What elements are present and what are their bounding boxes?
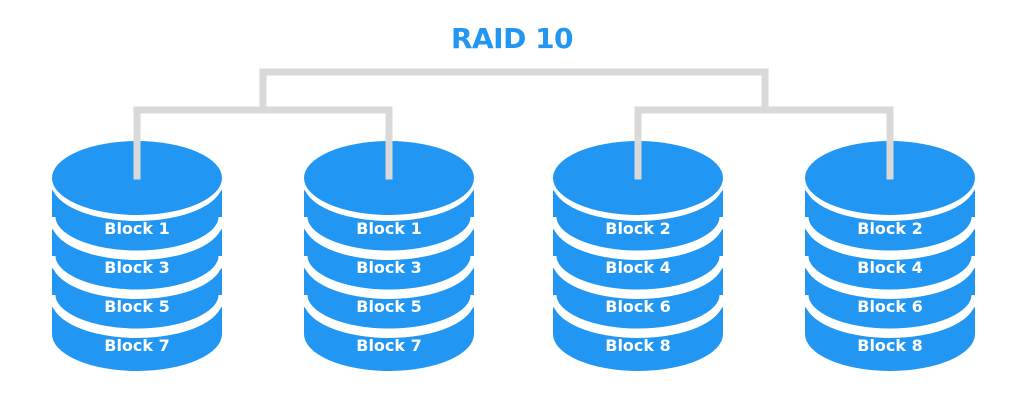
block-label: Block 5 [356,297,422,316]
disk-band [52,301,222,371]
diagram-title: RAID 10 [450,22,574,55]
block-label: Block 7 [104,336,170,355]
disk-band [553,262,723,332]
block-label: Block 1 [104,219,170,238]
block-label: Block 6 [605,297,671,316]
disk-band [553,301,723,371]
disk-separator [48,294,226,336]
disk-band [52,223,222,293]
disk-band [553,184,723,254]
block-label: Block 6 [857,297,923,316]
disk-separator [300,294,478,336]
disk-separator [801,294,979,336]
disk-array: Block 1 Block 3 Block 5 Block 7 Block 1 Block… [48,141,979,371]
disk-separator [801,216,979,258]
disk-band [52,184,222,254]
disk-separator [48,255,226,297]
disk-separator [549,294,727,336]
block-label: Block 4 [605,258,671,277]
block-label: Block 3 [356,258,422,277]
disk-band [805,223,975,293]
disk-separator [801,255,979,297]
block-label: Block 3 [104,258,170,277]
block-label: Block 2 [857,219,923,238]
disk-band [805,301,975,371]
disk-band [304,301,474,371]
disk-band [553,223,723,293]
block-label: Block 5 [104,297,170,316]
block-label: Block 8 [857,336,923,355]
disk-band [304,262,474,332]
block-label: Block 7 [356,336,422,355]
connector-lines [133,68,894,180]
block-label: Block 2 [605,219,671,238]
disk-separator [300,255,478,297]
disk-separator [48,216,226,258]
block-label: Block 4 [857,258,923,277]
disk-band [805,262,975,332]
disk-band [304,223,474,293]
disk-separator [549,216,727,258]
disk-band [304,184,474,254]
disk-band [52,262,222,332]
disk-3: Block 2 Block 4 Block 6 Block 8 [549,141,727,371]
block-label: Block 1 [356,219,422,238]
block-label: Block 8 [605,336,671,355]
disk-separator [300,216,478,258]
disk-separator [549,255,727,297]
disk-band [805,184,975,254]
